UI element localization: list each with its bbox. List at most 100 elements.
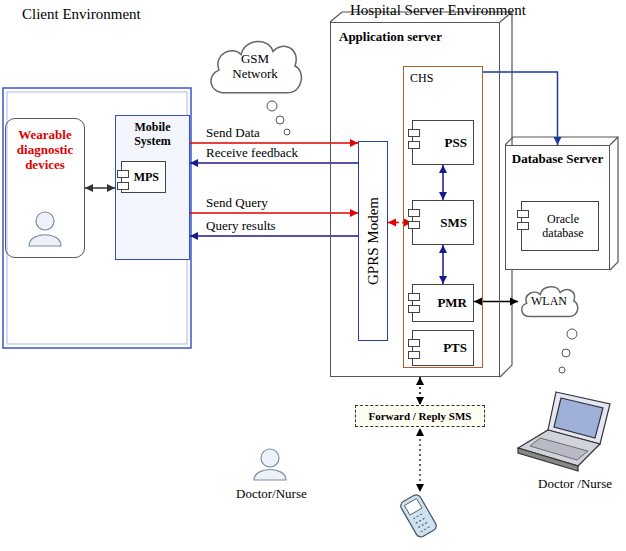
component-tab bbox=[408, 351, 420, 359]
arrowhead bbox=[190, 232, 198, 240]
node-label: CHS bbox=[410, 71, 476, 86]
sms-box: Forward / Reply SMS bbox=[355, 405, 485, 427]
laptop-icon bbox=[518, 392, 610, 471]
thought-bubble bbox=[284, 129, 290, 135]
arrowhead bbox=[107, 184, 115, 192]
node-label: Application server bbox=[339, 29, 491, 45]
arrowhead bbox=[439, 192, 447, 200]
component-tab bbox=[408, 129, 420, 137]
connector bbox=[190, 159, 358, 167]
server-box: Database ServerOracle database bbox=[505, 145, 610, 270]
modem-box: GPRS Modem bbox=[358, 141, 388, 341]
connector bbox=[439, 245, 447, 284]
component-tab bbox=[408, 209, 420, 217]
connector bbox=[85, 184, 115, 192]
connector bbox=[483, 72, 562, 145]
node-label: WLAN bbox=[531, 294, 567, 309]
node-label: Wearable diagnostic devices bbox=[10, 127, 80, 172]
arrowhead bbox=[416, 377, 424, 385]
arrowhead bbox=[388, 219, 396, 227]
sms-link bbox=[416, 428, 424, 436]
component-box: PSS bbox=[412, 120, 474, 165]
phone-icon bbox=[404, 499, 422, 516]
edge-label: Receive feedback bbox=[204, 146, 300, 160]
network-cloud: WLAN bbox=[518, 283, 580, 319]
node-label: GPRS Modem bbox=[365, 197, 382, 285]
phone-icon bbox=[413, 513, 431, 532]
text-label: Client Environment bbox=[22, 6, 141, 22]
client-region bbox=[3, 88, 191, 348]
component-tab bbox=[517, 222, 529, 230]
thought-bubble bbox=[567, 329, 577, 339]
component-tab bbox=[408, 305, 420, 313]
component-box: PTS bbox=[412, 330, 474, 366]
edge-label: Query results bbox=[204, 219, 278, 233]
person-icon bbox=[261, 449, 279, 467]
node-label: Forward / Reply SMS bbox=[369, 410, 472, 422]
person-icon bbox=[254, 470, 286, 481]
thought-bubble bbox=[267, 101, 277, 111]
component-tab bbox=[408, 339, 420, 347]
person-icon bbox=[36, 212, 54, 230]
node-label: SMS bbox=[440, 215, 467, 231]
node-label: PSS bbox=[445, 135, 467, 151]
component-tab bbox=[408, 221, 420, 229]
component-tab bbox=[117, 182, 129, 190]
phone-icon bbox=[399, 493, 438, 539]
person-icon bbox=[254, 449, 286, 480]
component-box: MPS bbox=[121, 161, 166, 193]
cloud-shape bbox=[522, 287, 578, 317]
network-cloud: GSM Network bbox=[205, 35, 305, 97]
connector bbox=[190, 232, 358, 240]
server-box: Application serverGPRS Modem CHS PSS SMS PMR… bbox=[330, 22, 500, 377]
server-3d-face bbox=[610, 137, 618, 145]
connector bbox=[416, 377, 424, 405]
arrowhead bbox=[439, 276, 447, 284]
arrowhead bbox=[510, 298, 518, 306]
connector-line bbox=[190, 142, 358, 144]
arrowhead bbox=[554, 137, 562, 145]
text-label: Hospital Server Environment bbox=[350, 2, 526, 18]
arrowhead bbox=[439, 245, 447, 253]
arrowhead bbox=[85, 184, 93, 192]
person-icon bbox=[27, 209, 63, 247]
node-label: PTS bbox=[443, 340, 467, 356]
connector-line bbox=[190, 235, 358, 237]
text-label: Doctor /Nurse bbox=[538, 476, 612, 492]
component-box: PMR bbox=[412, 284, 474, 322]
edge-label: Send Data bbox=[204, 126, 262, 140]
arrowhead bbox=[190, 159, 198, 167]
component-box: Oracle database bbox=[521, 201, 599, 251]
cloud-shape bbox=[211, 41, 301, 92]
connector bbox=[190, 209, 358, 217]
server-3d-face bbox=[330, 12, 512, 377]
sms-link bbox=[416, 428, 424, 492]
node-label: Database Server bbox=[510, 151, 605, 166]
node-label: PMR bbox=[437, 295, 467, 311]
server-3d-face bbox=[505, 137, 618, 270]
thought-bubble bbox=[559, 367, 565, 373]
mobile-box: Mobile SystemMPS bbox=[115, 115, 190, 260]
node-label: Oracle database bbox=[532, 212, 594, 240]
sms-link bbox=[419, 434, 420, 486]
arrowhead bbox=[439, 165, 447, 173]
phone-icon bbox=[399, 493, 438, 539]
person-icon bbox=[29, 235, 61, 246]
component-tab bbox=[117, 170, 129, 178]
laptop-icon bbox=[530, 438, 588, 460]
component-box: SMS bbox=[412, 200, 474, 245]
thought-bubble bbox=[562, 349, 570, 357]
connector-line bbox=[483, 72, 558, 145]
edge-label: Send Query bbox=[204, 196, 270, 210]
arrowhead bbox=[350, 139, 358, 147]
component-tab bbox=[517, 210, 529, 218]
thought-bubble bbox=[276, 116, 284, 124]
node-label: MPS bbox=[134, 170, 159, 185]
connector-line bbox=[190, 162, 358, 164]
text-label: Doctor/Nurse bbox=[236, 486, 307, 502]
sms-link bbox=[416, 484, 424, 492]
